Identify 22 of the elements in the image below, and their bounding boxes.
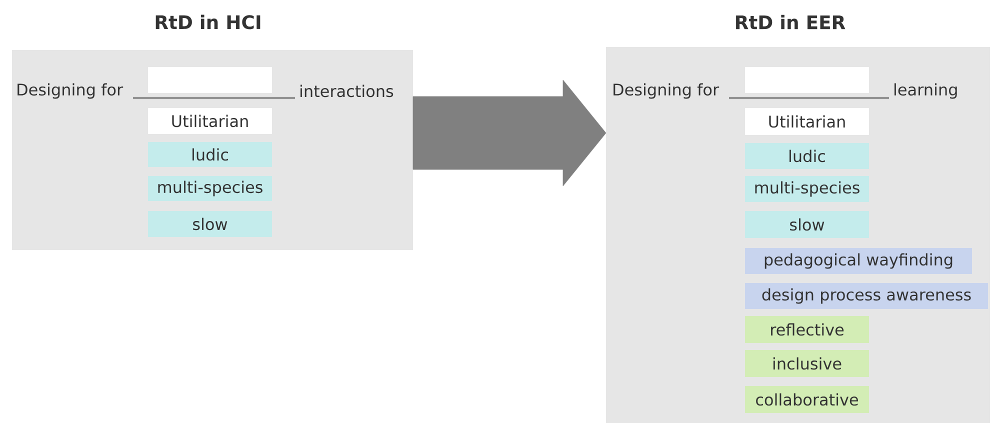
block-arrow <box>412 80 606 186</box>
blank-box <box>745 67 869 93</box>
term-box: inclusive <box>745 350 869 377</box>
term-box: multi-species <box>745 176 869 202</box>
term-box: collaborative <box>745 386 869 413</box>
term-box: multi-species <box>148 176 272 201</box>
sentence-text: Designing for <box>18 83 124 99</box>
term-box: Utilitarian <box>148 108 272 134</box>
term-box: design process awareness <box>745 283 988 309</box>
sentence-text: interactions <box>300 84 394 98</box>
panel-title: RtD in HCI <box>156 14 260 30</box>
term-box: ludic <box>148 142 272 167</box>
term-box: reflective <box>745 316 869 343</box>
term-box: ludic <box>745 143 869 169</box>
panel-title: RtD in EER <box>736 14 846 30</box>
term-box: slow <box>148 211 272 237</box>
term-box: pedagogical wayfinding <box>745 248 972 274</box>
blank-box <box>148 67 272 93</box>
term-box: slow <box>745 211 869 238</box>
sentence-text: learning <box>894 83 957 99</box>
sentence-text: Designing for <box>614 83 720 99</box>
term-box: Utilitarian <box>745 108 869 135</box>
